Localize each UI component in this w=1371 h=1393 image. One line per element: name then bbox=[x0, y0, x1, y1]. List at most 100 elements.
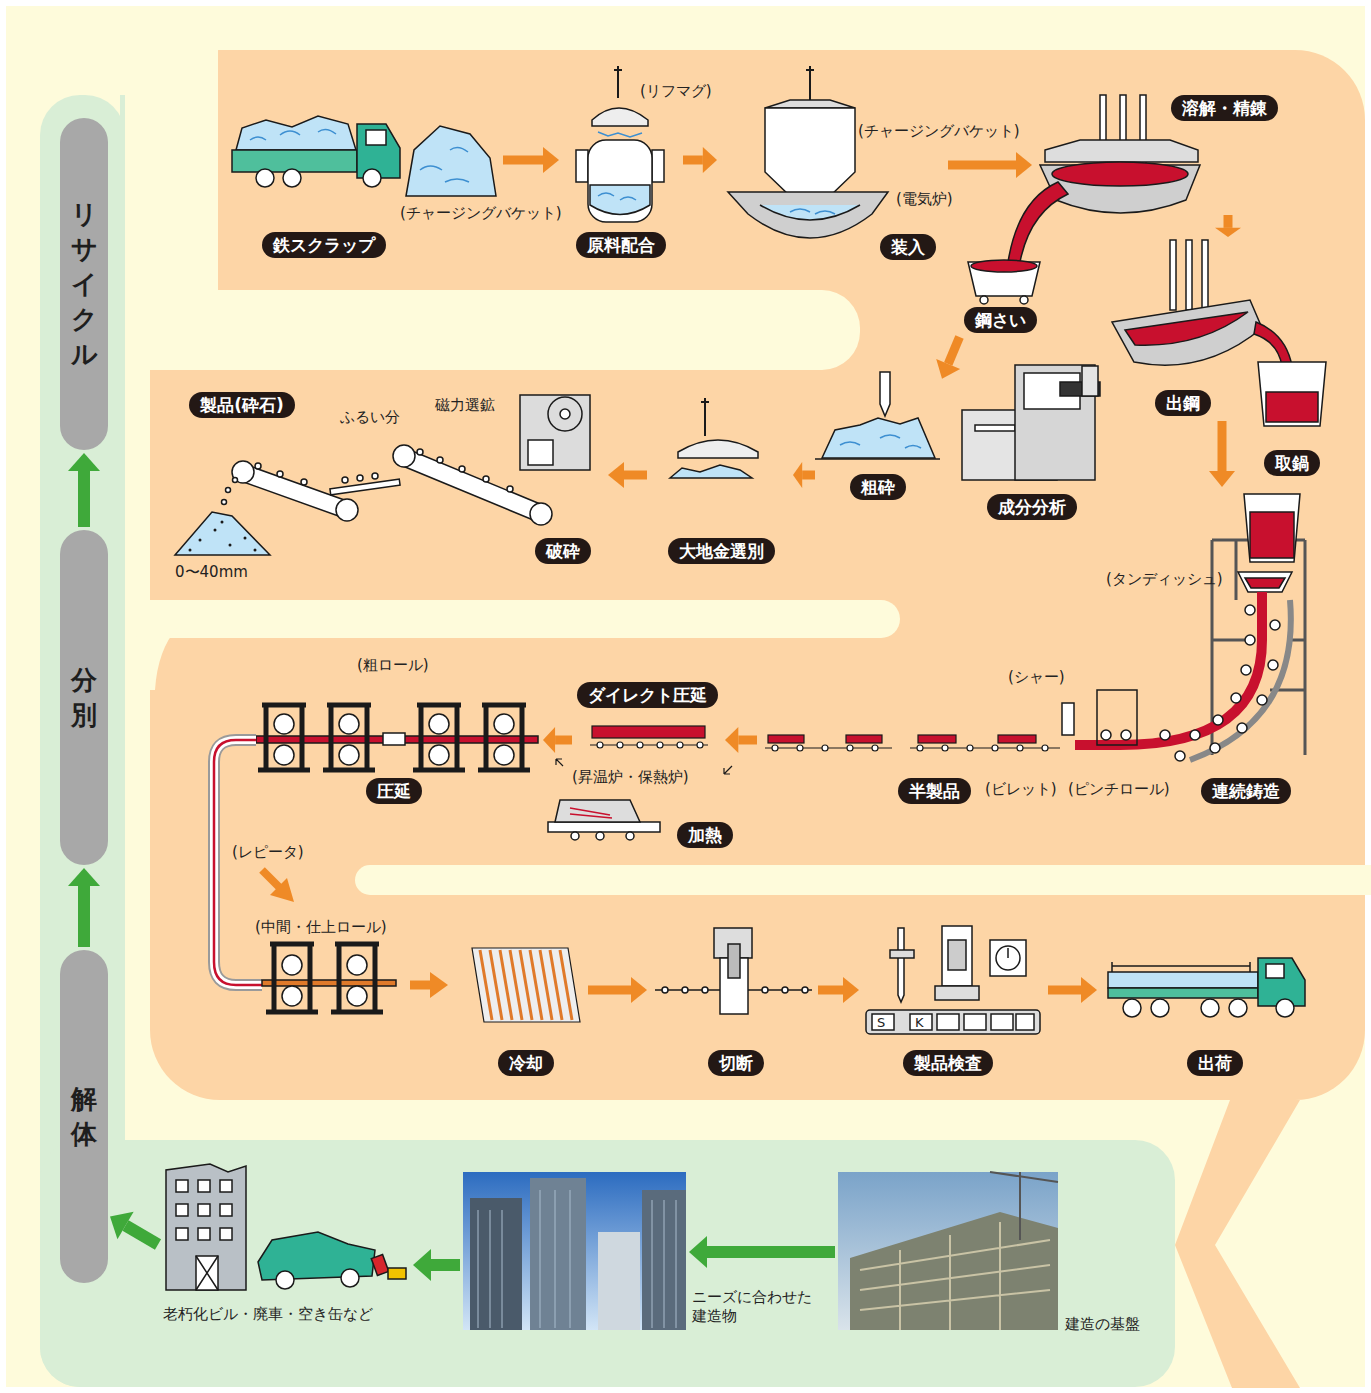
reheating-furnace bbox=[570, 808, 612, 818]
process-label: 連続鋳造 bbox=[1201, 778, 1291, 804]
flow-arrow bbox=[948, 152, 1032, 178]
continuous-caster bbox=[1237, 723, 1247, 733]
lift-magnet-bucket bbox=[590, 185, 650, 215]
arrow-head bbox=[689, 1236, 707, 1268]
process-step: 出鋼 bbox=[1105, 240, 1250, 418]
inspection-equipment bbox=[935, 986, 979, 1000]
billet-conveyor bbox=[822, 745, 828, 751]
reheating-furnace bbox=[724, 766, 732, 774]
crusher-conveyor bbox=[483, 476, 489, 482]
process-label: 鋼さい bbox=[964, 307, 1037, 333]
building-photo bbox=[478, 1190, 676, 1328]
inspection-equipment bbox=[866, 926, 1040, 1034]
arrow-shaft bbox=[126, 1225, 158, 1244]
annotation-label: 0〜40mm bbox=[175, 563, 248, 581]
cutting-machine bbox=[728, 944, 740, 978]
photo-caption: ニーズに合わせた 建造物 bbox=[692, 1288, 827, 1326]
stage-band: リサイクル bbox=[60, 118, 108, 450]
process-step: 原料配合 bbox=[562, 75, 680, 262]
crusher-conveyor bbox=[507, 486, 513, 492]
charging-furnace bbox=[806, 66, 814, 100]
direct-rolling-slab bbox=[677, 742, 683, 748]
annotation-label: (粗ロール) bbox=[357, 656, 429, 674]
roughing-mill bbox=[258, 705, 530, 770]
scrap-truck bbox=[232, 116, 496, 196]
lift-magnet-bucket bbox=[598, 132, 642, 137]
crusher-conveyor bbox=[233, 478, 238, 483]
process-band bbox=[150, 600, 235, 690]
cutting-machine bbox=[682, 987, 688, 993]
crusher-conveyor bbox=[437, 457, 443, 463]
arrow-head bbox=[608, 462, 624, 488]
cooling-bed bbox=[472, 948, 580, 1022]
annotation-label: (中間・仕上ロール) bbox=[255, 918, 387, 936]
scrap-truck bbox=[366, 130, 386, 145]
crusher-conveyor bbox=[254, 549, 257, 552]
continuous-caster bbox=[1210, 743, 1220, 753]
continuous-caster bbox=[1062, 494, 1305, 761]
process-step: 加熱 bbox=[542, 790, 752, 850]
process-step: 成分分析 bbox=[955, 355, 1102, 522]
magnet-separation bbox=[701, 398, 709, 436]
process-band bbox=[125, 40, 1371, 1388]
stage-label: リサイクル bbox=[71, 197, 97, 372]
coarse-crushing bbox=[822, 418, 935, 458]
crusher-conveyor bbox=[357, 475, 363, 481]
scrap-sources bbox=[220, 1180, 232, 1192]
arrow-shaft bbox=[1224, 215, 1233, 228]
ground bbox=[6, 6, 1365, 1387]
tapping-ladle bbox=[1170, 240, 1176, 310]
continuous-caster bbox=[1190, 600, 1291, 760]
recycle-band bbox=[40, 1140, 1175, 1387]
magnet-separation bbox=[670, 398, 758, 478]
stage-label: 解体 bbox=[71, 1082, 97, 1152]
continuous-caster bbox=[1075, 592, 1262, 745]
process-step: 製品検査 bbox=[862, 920, 1045, 1078]
arrow-head bbox=[1215, 228, 1241, 237]
crusher-conveyor bbox=[214, 529, 217, 532]
roughing-mill bbox=[256, 705, 538, 770]
roughing-mill bbox=[339, 745, 359, 765]
annotation-label: (チャージングバケット) bbox=[400, 204, 562, 222]
process-step: 取鍋 bbox=[1250, 345, 1335, 478]
process-label: 粗砕 bbox=[850, 474, 906, 500]
tapping-ladle bbox=[1112, 300, 1262, 365]
arrow-head bbox=[1209, 471, 1235, 487]
direct-rolling-slab bbox=[590, 726, 708, 748]
scrap-sources bbox=[196, 1256, 218, 1290]
crusher-conveyor bbox=[189, 521, 257, 552]
arrow-shaft bbox=[738, 736, 757, 745]
crusher-conveyor bbox=[398, 448, 545, 522]
flow-arrow bbox=[936, 337, 960, 379]
process-label: 製品検査 bbox=[903, 1050, 993, 1076]
scrap-truck bbox=[406, 126, 496, 196]
annotation-label: (レピータ) bbox=[232, 843, 304, 861]
crusher-conveyor bbox=[560, 409, 570, 419]
process-label: ダイレクト圧延 bbox=[577, 682, 718, 708]
direct-rolling-slab bbox=[590, 744, 708, 745]
annotation-label: (ビレット) bbox=[985, 780, 1057, 798]
process-label: 半製品 bbox=[898, 778, 971, 804]
inspection-equipment bbox=[948, 940, 966, 970]
annotation-label: (チャージングバケット) bbox=[858, 122, 1020, 140]
stage-band: 分別 bbox=[60, 530, 108, 865]
direct-rolling-slab bbox=[597, 742, 603, 748]
process-step: 鋼さい bbox=[955, 245, 1045, 335]
billet-conveyor bbox=[797, 745, 803, 751]
process-step: 連続鋳造 bbox=[1185, 490, 1312, 806]
construction-photo bbox=[838, 1172, 1058, 1330]
cooling-bed bbox=[472, 948, 580, 1022]
arrow-shaft bbox=[78, 471, 90, 527]
process-step: 製品(砕石) bbox=[170, 388, 335, 560]
billet-conveyor bbox=[910, 747, 1060, 748]
direct-rolling-slab bbox=[597, 742, 703, 748]
scrap-sources bbox=[198, 1204, 210, 1216]
process-step: 圧延 bbox=[250, 700, 540, 806]
process-label: 大地金選別 bbox=[668, 538, 775, 564]
shipping-truck bbox=[1276, 999, 1294, 1017]
scrap-sources bbox=[176, 1228, 188, 1240]
shipping-truck bbox=[1229, 999, 1247, 1017]
reheating-furnace bbox=[626, 832, 634, 840]
flow-arrow bbox=[68, 453, 100, 527]
